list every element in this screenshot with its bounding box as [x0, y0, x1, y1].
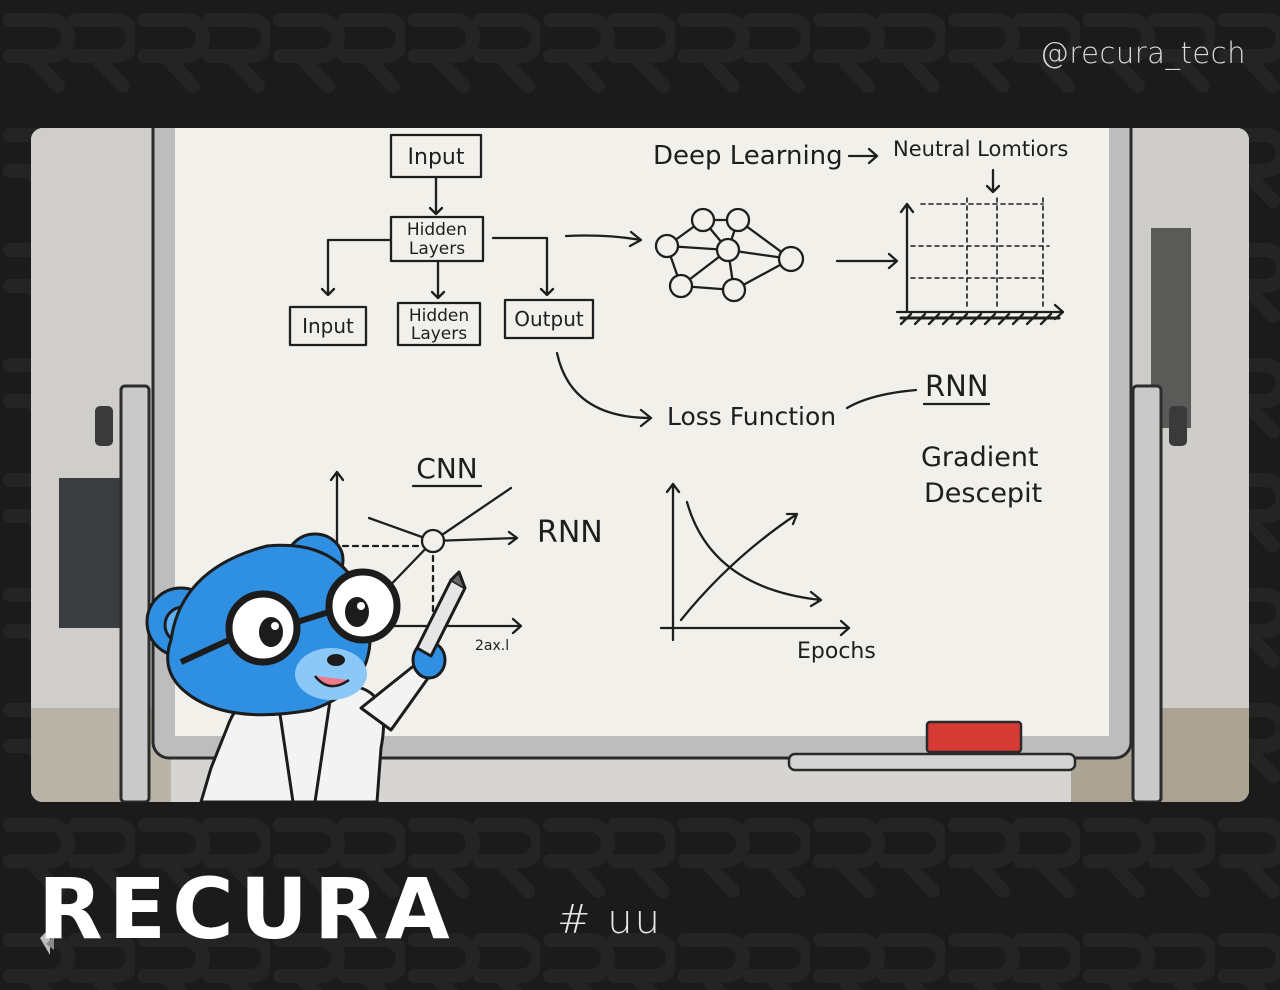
knob-left [95, 406, 113, 446]
grid-chart [895, 197, 1065, 326]
recura-logo: RECURA [38, 860, 456, 955]
box-output-label: Output [514, 307, 584, 331]
rnn-mid-label: RNN [537, 515, 603, 550]
gradient-label-1: Gradient [921, 442, 1039, 473]
epochs-chart [659, 482, 851, 642]
box-input-left [288, 305, 368, 347]
box-hidden-label-2: Layers [409, 239, 465, 259]
box-hidden-label-1: Hidden [407, 220, 467, 240]
brand-logo-mark-icon [40, 928, 54, 955]
social-handle: @recura_tech [1039, 36, 1246, 70]
gradient-label-2: Descepit [924, 478, 1042, 509]
marker-tray [787, 752, 1077, 772]
whiteboard-illustration: Input Hidden Layers Input Hidden Layers … [31, 128, 1249, 802]
wall-monitor [59, 478, 121, 628]
box-hidden-layers-center [396, 301, 482, 347]
box-hidden-center-label-2: Layers [411, 324, 467, 344]
illustration-card: Input Hidden Layers Input Hidden Layers … [31, 128, 1249, 802]
knob-right [1169, 406, 1187, 446]
brand-tag: # uu [557, 897, 662, 943]
stand-left [119, 384, 151, 802]
box-hidden-center-label-1: Hidden [409, 306, 469, 326]
loss-function-label: Loss Function [667, 402, 836, 431]
mascot-bear-icon [145, 532, 467, 802]
epochs-label: Epochs [797, 639, 876, 664]
box-output [503, 298, 595, 340]
deep-learning-title: Deep Learning [653, 141, 843, 171]
eraser-icon [925, 720, 1023, 754]
cnn-label: CNN [416, 452, 477, 485]
rnn-top-label: RNN [925, 369, 989, 403]
neutral-lomtiors-label: Neutral Lomtiors [893, 137, 1068, 161]
brand-wordmark: RECURA [38, 860, 456, 955]
pen-icon [415, 570, 467, 658]
box-input-top-label: Input [408, 145, 465, 170]
box-input-left-label: Input [302, 314, 354, 338]
small-axis-label: 2ax.l [475, 638, 509, 654]
stand-right [1131, 384, 1163, 802]
neural-network-diagram [654, 207, 805, 303]
